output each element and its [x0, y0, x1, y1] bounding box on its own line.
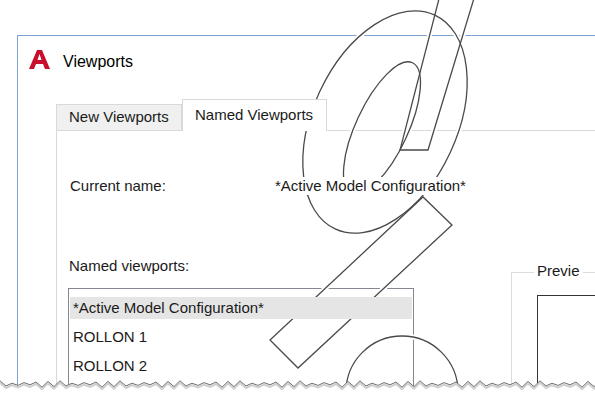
field-label: Current name:: [68, 177, 168, 195]
list-box: Named viewports:*Active Model Configurat…: [68, 288, 414, 399]
watermark-stroke: [270, 197, 452, 368]
preview-area: [537, 295, 595, 399]
list-item: Named viewports:: [69, 257, 189, 275]
watermark-stroke: [270, 197, 452, 368]
watermark-stroke: [328, 52, 436, 204]
dialog-window: ViewportsNew ViewportsNamed ViewportsNam…: [17, 35, 595, 399]
torn-ground: [0, 381, 595, 399]
group-box: Previe: [511, 272, 595, 399]
watermark-stroke: [328, 52, 436, 204]
window-title: Viewports: [63, 53, 133, 71]
app-icon: [29, 50, 50, 69]
list-item: ROLLON 2: [70, 355, 150, 377]
torn-line: [0, 381, 595, 387]
list-item: ROLLON 1: [70, 326, 150, 348]
tab-selected: Named Viewports: [182, 99, 327, 131]
field-value: *Active Model Configuration*: [273, 177, 468, 195]
tab-label: New Viewports: [57, 105, 181, 126]
watermark-stroke: [400, 0, 475, 150]
watermark-stroke: [346, 336, 458, 399]
tab-label: Named Viewports: [183, 100, 325, 124]
group-label: Previe: [534, 262, 583, 280]
watermark-stroke: [400, 0, 475, 150]
torn-shadow: [0, 383, 595, 389]
list-item: *Active Model Configuration*: [70, 297, 412, 319]
tab: New Viewports: [56, 104, 182, 130]
watermark-stroke: [346, 336, 458, 399]
watermark-stroke: [270, 0, 500, 259]
watermark-stroke: [270, 0, 500, 259]
